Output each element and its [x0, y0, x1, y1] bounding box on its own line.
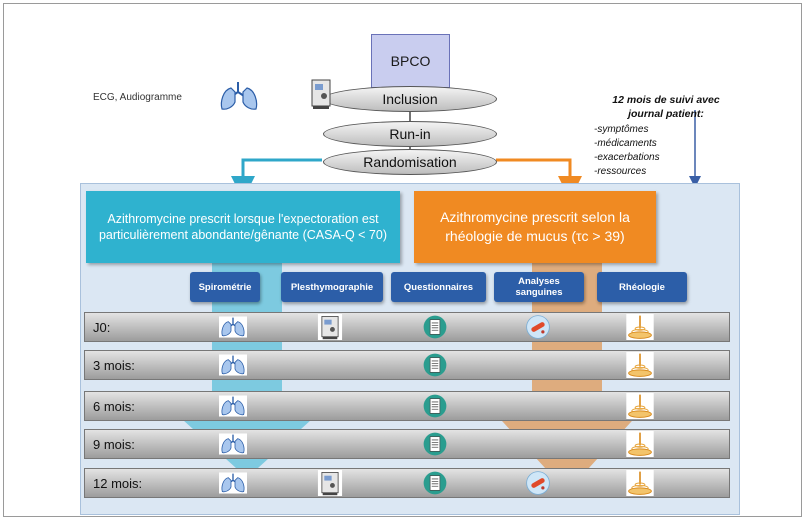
randomisation-step: Randomisation	[323, 149, 497, 175]
questionnaire-icon	[421, 470, 449, 496]
figure-frame	[3, 3, 802, 517]
column-spirometrie: Spirométrie	[190, 272, 260, 302]
row-label: 3 mois:	[93, 357, 135, 373]
runin-step: Run-in	[323, 121, 497, 147]
row-12-mois: 12 mois:	[84, 468, 730, 498]
rheology-icon	[626, 314, 654, 340]
questionnaire-icon	[421, 314, 449, 340]
row-9-mois: 9 mois:	[84, 429, 730, 459]
followup-item: -ressources	[594, 166, 647, 177]
row-j0: J0:	[84, 312, 730, 342]
lungs-icon	[219, 314, 247, 340]
followup-title: 12 mois de suivi avec journal patient:	[612, 94, 720, 120]
inclusion-note: ECG, Audiogramme	[93, 92, 182, 103]
questionnaire-icon	[421, 431, 449, 457]
blood-test-icon	[524, 470, 552, 496]
blood-test-icon	[524, 314, 552, 340]
row-label: 9 mois:	[93, 436, 135, 452]
lungs-icon	[219, 431, 247, 457]
column-plesthymographie: Plesthymographie	[281, 272, 383, 302]
followup-list: -symptômes -médicaments -exacerbations -…	[594, 123, 660, 179]
lungs-icon	[220, 82, 258, 110]
lungs-icon	[219, 352, 247, 378]
arm-a-arrow	[231, 158, 322, 200]
rheology-icon	[626, 431, 654, 457]
followup-item: -symptômes	[594, 124, 649, 135]
column-rheologie: Rhéologie	[597, 272, 687, 302]
plethysmograph-icon	[316, 470, 344, 496]
plethysmograph-icon	[316, 314, 344, 340]
column-questionnaires: Questionnaires	[391, 272, 486, 302]
row-label: 6 mois:	[93, 398, 135, 414]
questionnaire-icon	[421, 352, 449, 378]
rheology-icon	[626, 393, 654, 419]
rheology-icon	[626, 470, 654, 496]
plethysmograph-icon	[311, 79, 331, 109]
followup-item: -exacerbations	[594, 152, 660, 163]
row-6-mois: 6 mois:	[84, 391, 730, 421]
questionnaire-icon	[421, 393, 449, 419]
arm-b-arrow	[496, 158, 582, 200]
followup-item: -médicaments	[594, 138, 657, 149]
lungs-icon	[219, 393, 247, 419]
column-analyses-sanguines: Analyses sanguines	[494, 272, 584, 302]
row-label: J0:	[93, 319, 111, 335]
bpco-box: BPCO	[371, 34, 450, 88]
lungs-icon	[219, 470, 247, 496]
arm-a-box: Azithromycine prescrit lorsque l'expecto…	[86, 191, 400, 263]
inclusion-step: Inclusion	[323, 86, 497, 112]
row-3-mois: 3 mois:	[84, 350, 730, 380]
arm-b-box: Azithromycine prescrit selon la rhéologi…	[414, 191, 656, 263]
rheology-icon	[626, 352, 654, 378]
row-label: 12 mois:	[93, 475, 143, 491]
